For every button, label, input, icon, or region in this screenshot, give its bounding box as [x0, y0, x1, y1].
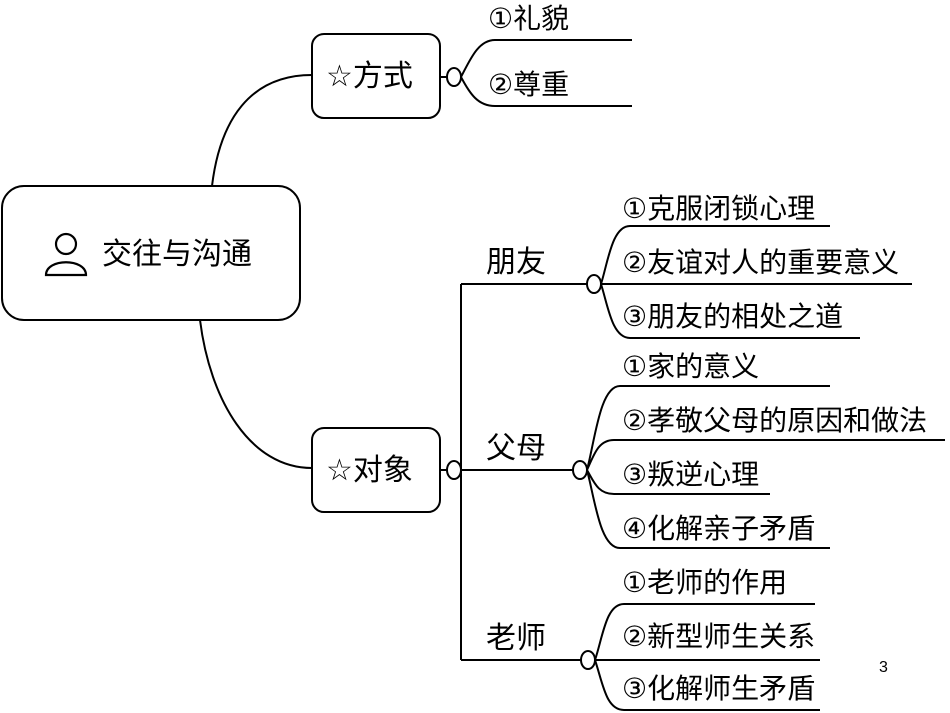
targets-spine: [460, 283, 587, 661]
group-label-parents: 父母: [486, 431, 546, 466]
targets-knot: [446, 460, 462, 480]
person-icon: [44, 232, 88, 277]
parents-knot: [572, 460, 588, 480]
teachers-item: ②新型师生关系: [622, 620, 815, 653]
parents-item: ①家的意义: [622, 350, 759, 383]
friends-knot: [586, 274, 602, 294]
friends-item: ③朋友的相处之道: [622, 300, 843, 333]
friends-item: ①克服闭锁心理: [622, 192, 815, 225]
parents-item: ②孝敬父母的原因和做法: [622, 404, 927, 437]
parents-item: ④化解亲子矛盾: [622, 512, 815, 545]
method-items-bracket: [460, 39, 632, 107]
parents-bracket: [586, 385, 945, 549]
method-item: ①礼貌: [488, 2, 569, 35]
connector-root-targets: [199, 319, 313, 469]
connector-root-method: [211, 74, 313, 187]
targets-node: ☆对象: [311, 427, 441, 513]
method-label: ☆方式: [326, 59, 413, 94]
method-node: ☆方式: [311, 33, 441, 119]
parents-item: ③叛逆心理: [622, 458, 759, 491]
page-number: 3: [879, 659, 888, 676]
friends-bracket: [600, 225, 912, 339]
teachers-item: ①老师的作用: [622, 566, 787, 599]
group-label-teachers: 老师: [486, 621, 546, 656]
teachers-bracket: [594, 603, 820, 711]
method-knot: [446, 67, 462, 87]
targets-label: ☆对象: [326, 453, 413, 488]
friends-item: ②友谊对人的重要意义: [622, 246, 899, 279]
root-node: 交往与沟通: [1, 185, 301, 321]
method-item: ②尊重: [488, 68, 569, 101]
group-label-friends: 朋友: [486, 245, 546, 280]
root-label: 交往与沟通: [102, 237, 252, 272]
teachers-item: ③化解师生矛盾: [622, 672, 815, 705]
teachers-knot: [580, 650, 596, 670]
